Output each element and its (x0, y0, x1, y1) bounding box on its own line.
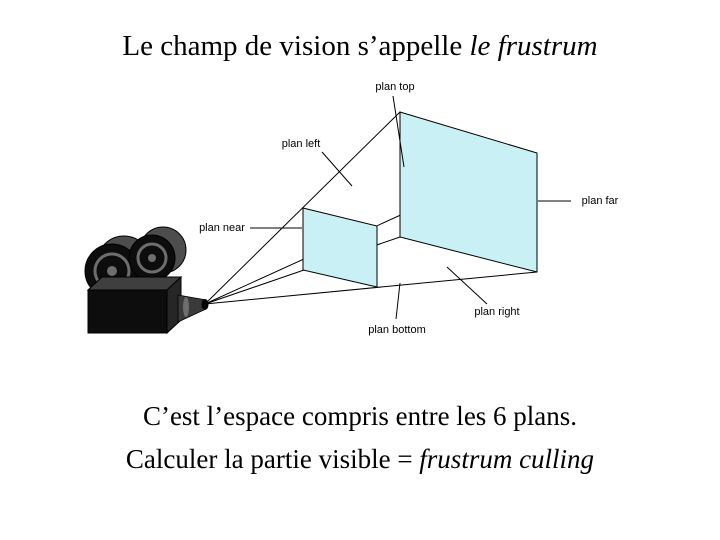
plan-top-pointer (392, 95, 405, 168)
plan-left-pointer (321, 151, 353, 187)
camera-lens-ring (183, 297, 189, 317)
plan-right-label: plan right (474, 306, 519, 318)
frustum-edge-bottom-right (204, 271, 538, 305)
footer-line2-italic: frustrum culling (419, 444, 595, 474)
camera-illustration (84, 226, 209, 335)
reel-right-ring (136, 242, 168, 274)
camera-lens-cone (177, 294, 207, 323)
title-text: Le champ de vision s’appelle (122, 30, 470, 62)
footer-line1: C’est l’espace compris entre les 6 plans… (142, 401, 578, 431)
camera-lens-tip (201, 299, 209, 310)
page-title: Le champ de vision s’appelle le frustrum (0, 30, 720, 63)
plan-top-label: plan top (375, 81, 414, 93)
reel-left-hub (107, 266, 117, 276)
title-italic-text: le frustrum (469, 30, 598, 62)
plan-far-label: plan far (582, 195, 619, 207)
near-plane (302, 207, 378, 288)
plan-right-pointer (446, 266, 488, 305)
film-reel-right-icon (128, 226, 187, 282)
plan-bottom-pointer (395, 282, 401, 320)
reel-right-hub (148, 254, 156, 262)
camera-body-front (87, 289, 168, 334)
camera-body-top (86, 276, 183, 291)
plan-near-label: plan near (199, 222, 245, 234)
footer-line2: Calculer la partie visible = frustrum cu… (0, 444, 720, 475)
plane-labels: plan top plan left plan near plan far pl… (199, 81, 619, 336)
plan-bottom-label: plan bottom (368, 324, 425, 336)
footer-line2-normal: Calculer la partie visible = (125, 444, 420, 474)
plan-left-label: plan left (282, 138, 321, 150)
far-plane (399, 111, 538, 273)
label-pointer-lines (250, 95, 571, 320)
